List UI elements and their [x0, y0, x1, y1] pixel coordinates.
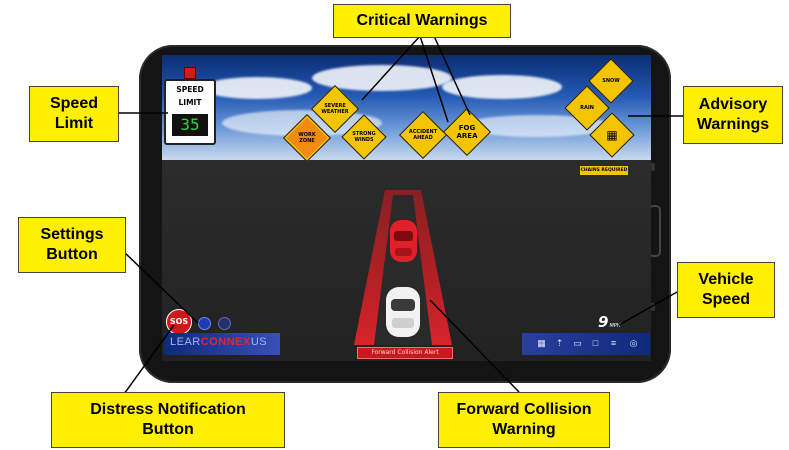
settings-button[interactable] [198, 317, 211, 330]
app-screen: SPEED LIMIT 35 WORK ZONE SEVERE WEATHER … [162, 55, 651, 361]
rain-label: RAIN [580, 105, 594, 111]
car-icon[interactable]: ▭ [573, 338, 582, 348]
lead-vehicle [390, 220, 417, 262]
sensor-dot [650, 163, 655, 171]
vehicle-speed-callout-line2: Speed [701, 291, 750, 308]
speed-limit-callout-line1: Speed [49, 95, 98, 112]
speed-limit-sign-line2: LIMIT [178, 98, 202, 107]
advisory-callout-line1: Advisory [698, 96, 768, 113]
speed-limit-callout: Speed Limit [29, 86, 119, 142]
advisory-callout-line2: Warnings [696, 116, 770, 133]
fcw-callout-line1: Forward Collision [456, 401, 592, 418]
tablet-brand-mark [151, 195, 161, 265]
learconnexus-logo: LEARCONNEXUS [170, 336, 268, 348]
forward-collision-callout: Forward Collision Warning [438, 392, 610, 448]
strong-winds-label: STRONG WINDS [352, 131, 376, 143]
square-icon[interactable]: □ [592, 338, 599, 348]
list-icon[interactable]: ≡ [610, 338, 617, 348]
fcw-callout-line2: Warning [492, 421, 556, 438]
tire-chain-icon: ▦ [606, 128, 618, 142]
snow-label: SNOW [602, 78, 620, 84]
info-button[interactable] [218, 317, 231, 330]
settings-callout-line1: Settings [40, 226, 104, 243]
vehicle-speed-callout-line1: Vehicle [698, 271, 754, 288]
vehicle-speed-value: 9 [598, 313, 609, 331]
accident-ahead-label: ACCIDENT AHEAD [408, 129, 438, 141]
sos-button[interactable]: SOS [166, 309, 192, 335]
app-toolbar: ▦ ⇡ ▭ □ ≡ ◎ [522, 333, 650, 355]
forward-collision-lane [354, 190, 452, 345]
critical-warnings-label: Critical Warnings [356, 12, 488, 29]
speed-limit-sign: SPEED LIMIT 35 [164, 79, 216, 145]
grid-icon[interactable]: ▦ [537, 338, 546, 348]
traffic-signal-icon [184, 67, 196, 79]
vehicle-speed-callout: Vehicle Speed [677, 262, 775, 318]
speed-limit-callout-line2: Limit [54, 115, 94, 132]
brand-bar: LEARCONNEXUS [164, 333, 280, 355]
settings-button-callout: Settings Button [18, 217, 126, 273]
advisory-warnings-callout: Advisory Warnings [683, 86, 783, 144]
target-icon[interactable]: ◎ [629, 338, 638, 348]
antenna-icon[interactable]: ⇡ [555, 338, 564, 348]
distress-notification-callout: Distress Notification Button [51, 392, 285, 448]
own-vehicle [386, 287, 420, 337]
fog-area-label: FOG AREA [456, 124, 478, 140]
vehicle-speed-readout: 9MPH [598, 313, 621, 331]
critical-warnings-callout: Critical Warnings [333, 4, 511, 38]
chains-required-label: CHAINS REQUIRED [580, 166, 628, 175]
speed-limit-value: 35 [172, 114, 208, 136]
distress-callout-line2: Button [142, 421, 194, 438]
severe-weather-label: SEVERE WEATHER [321, 103, 349, 115]
speed-limit-sign-line1: SPEED [176, 85, 204, 94]
forward-collision-alert-banner: Forward Collision Alert [357, 347, 453, 359]
distress-callout-line1: Distress Notification [90, 401, 246, 418]
vehicle-speed-unit: MPH [609, 323, 621, 329]
work-zone-label: WORK ZONE [298, 132, 316, 144]
settings-callout-line2: Button [46, 246, 98, 263]
